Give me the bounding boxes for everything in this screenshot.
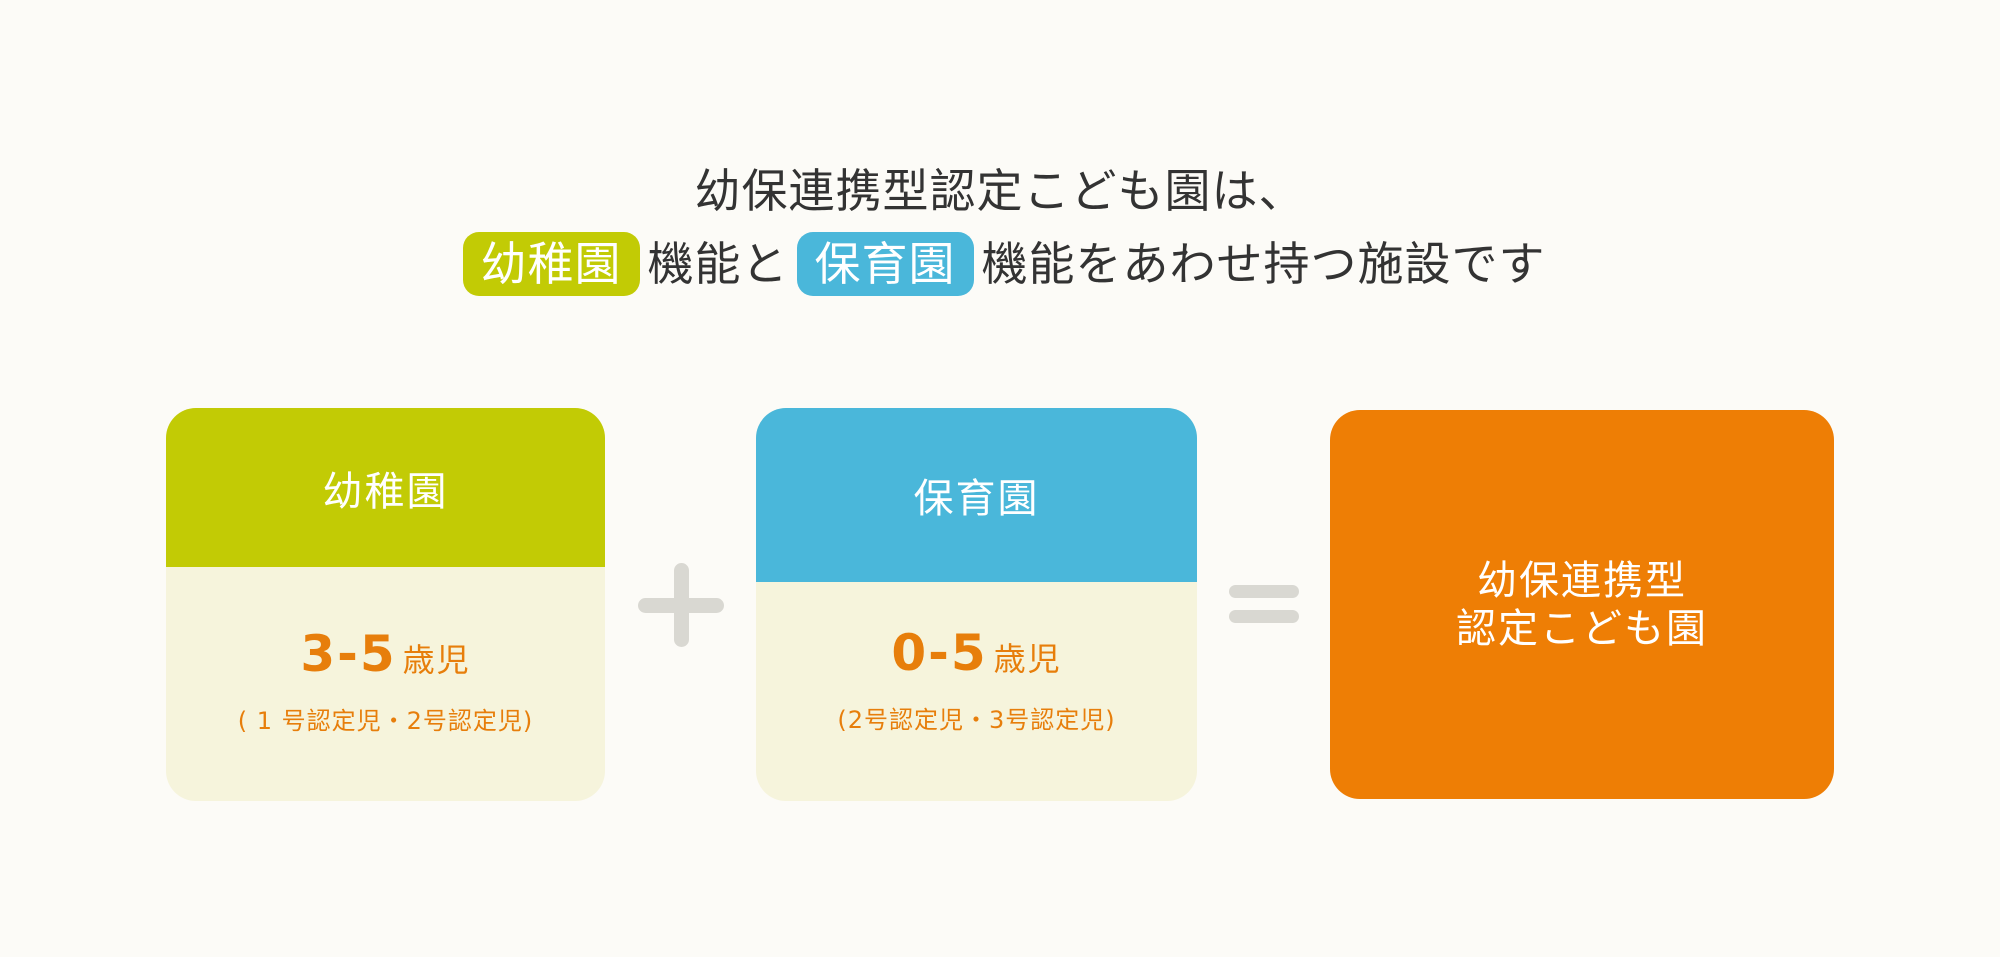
nursery-highlight: 保育園 xyxy=(796,232,974,296)
heading-line-2: 幼稚園機能と保育園機能をあわせ持つ施設です xyxy=(0,228,2000,296)
nursery-certification-note: (2号認定児・3号認定児) xyxy=(837,706,1116,734)
nursery-age-unit: 歳児 xyxy=(993,640,1062,678)
kindergarten-certification-note: ( 1 号認定児・2号認定児) xyxy=(237,707,534,735)
result-line-2: 認定こども園 xyxy=(1456,605,1708,652)
heading-line-1: 幼保連携型認定こども園は、 xyxy=(694,164,1306,218)
kindergarten-age-range: 3-5 xyxy=(300,625,397,683)
equals-icon-bottom xyxy=(1229,610,1299,623)
nursery-age-range: 0-5 xyxy=(891,624,988,682)
kindergarten-card-title: 幼稚園 xyxy=(166,408,605,567)
kindergarten-age-unit: 歳児 xyxy=(402,641,471,679)
plus-icon-vertical xyxy=(674,563,689,647)
result-card: 幼保連携型 認定こども園 xyxy=(1330,410,1834,799)
kindergarten-highlight: 幼稚園 xyxy=(462,232,640,296)
result-line-1: 幼保連携型 xyxy=(1477,557,1687,604)
heading-text-1: 機能と xyxy=(647,237,789,291)
heading-text-2: 機能をあわせ持つ施設です xyxy=(981,237,1546,291)
nursery-card-title: 保育園 xyxy=(756,408,1197,582)
equals-icon-top xyxy=(1229,585,1299,598)
result-card-label: 幼保連携型 認定こども園 xyxy=(1456,557,1708,653)
